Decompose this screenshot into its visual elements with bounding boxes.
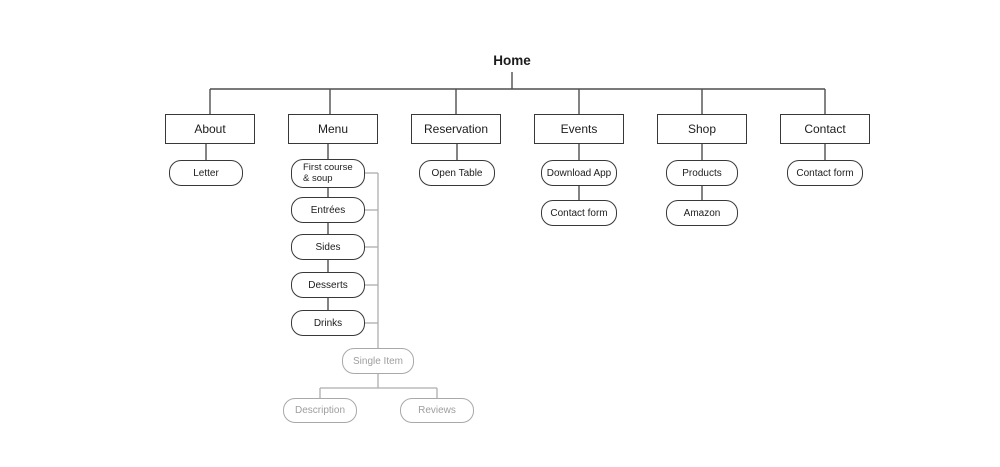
node-events-contact-form: Contact form xyxy=(541,200,617,226)
node-sides: Sides xyxy=(291,234,365,260)
primary-connectors xyxy=(205,72,826,310)
node-about: About xyxy=(165,114,255,144)
node-drinks: Drinks xyxy=(291,310,365,336)
node-home: Home xyxy=(493,53,531,68)
node-label-line2: & soup xyxy=(303,172,333,184)
node-products: Products xyxy=(666,160,738,186)
node-download-app: Download App xyxy=(541,160,617,186)
node-menu: Menu xyxy=(288,114,378,144)
node-amazon: Amazon xyxy=(666,200,738,226)
node-desserts: Desserts xyxy=(291,272,365,298)
node-open-table: Open Table xyxy=(419,160,495,186)
node-entrees: Entrées xyxy=(291,197,365,223)
node-contact-form: Contact form xyxy=(787,160,863,186)
node-single-item: Single Item xyxy=(342,348,414,374)
node-first-course-soup: First course & soup xyxy=(291,159,365,188)
node-shop: Shop xyxy=(657,114,747,144)
node-label-line1: First course xyxy=(303,161,353,173)
node-description: Description xyxy=(283,398,357,423)
single-item-connectors xyxy=(319,172,438,398)
node-reservation: Reservation xyxy=(411,114,501,144)
node-events: Events xyxy=(534,114,624,144)
node-contact: Contact xyxy=(780,114,870,144)
node-letter: Letter xyxy=(169,160,243,186)
node-reviews: Reviews xyxy=(400,398,474,423)
